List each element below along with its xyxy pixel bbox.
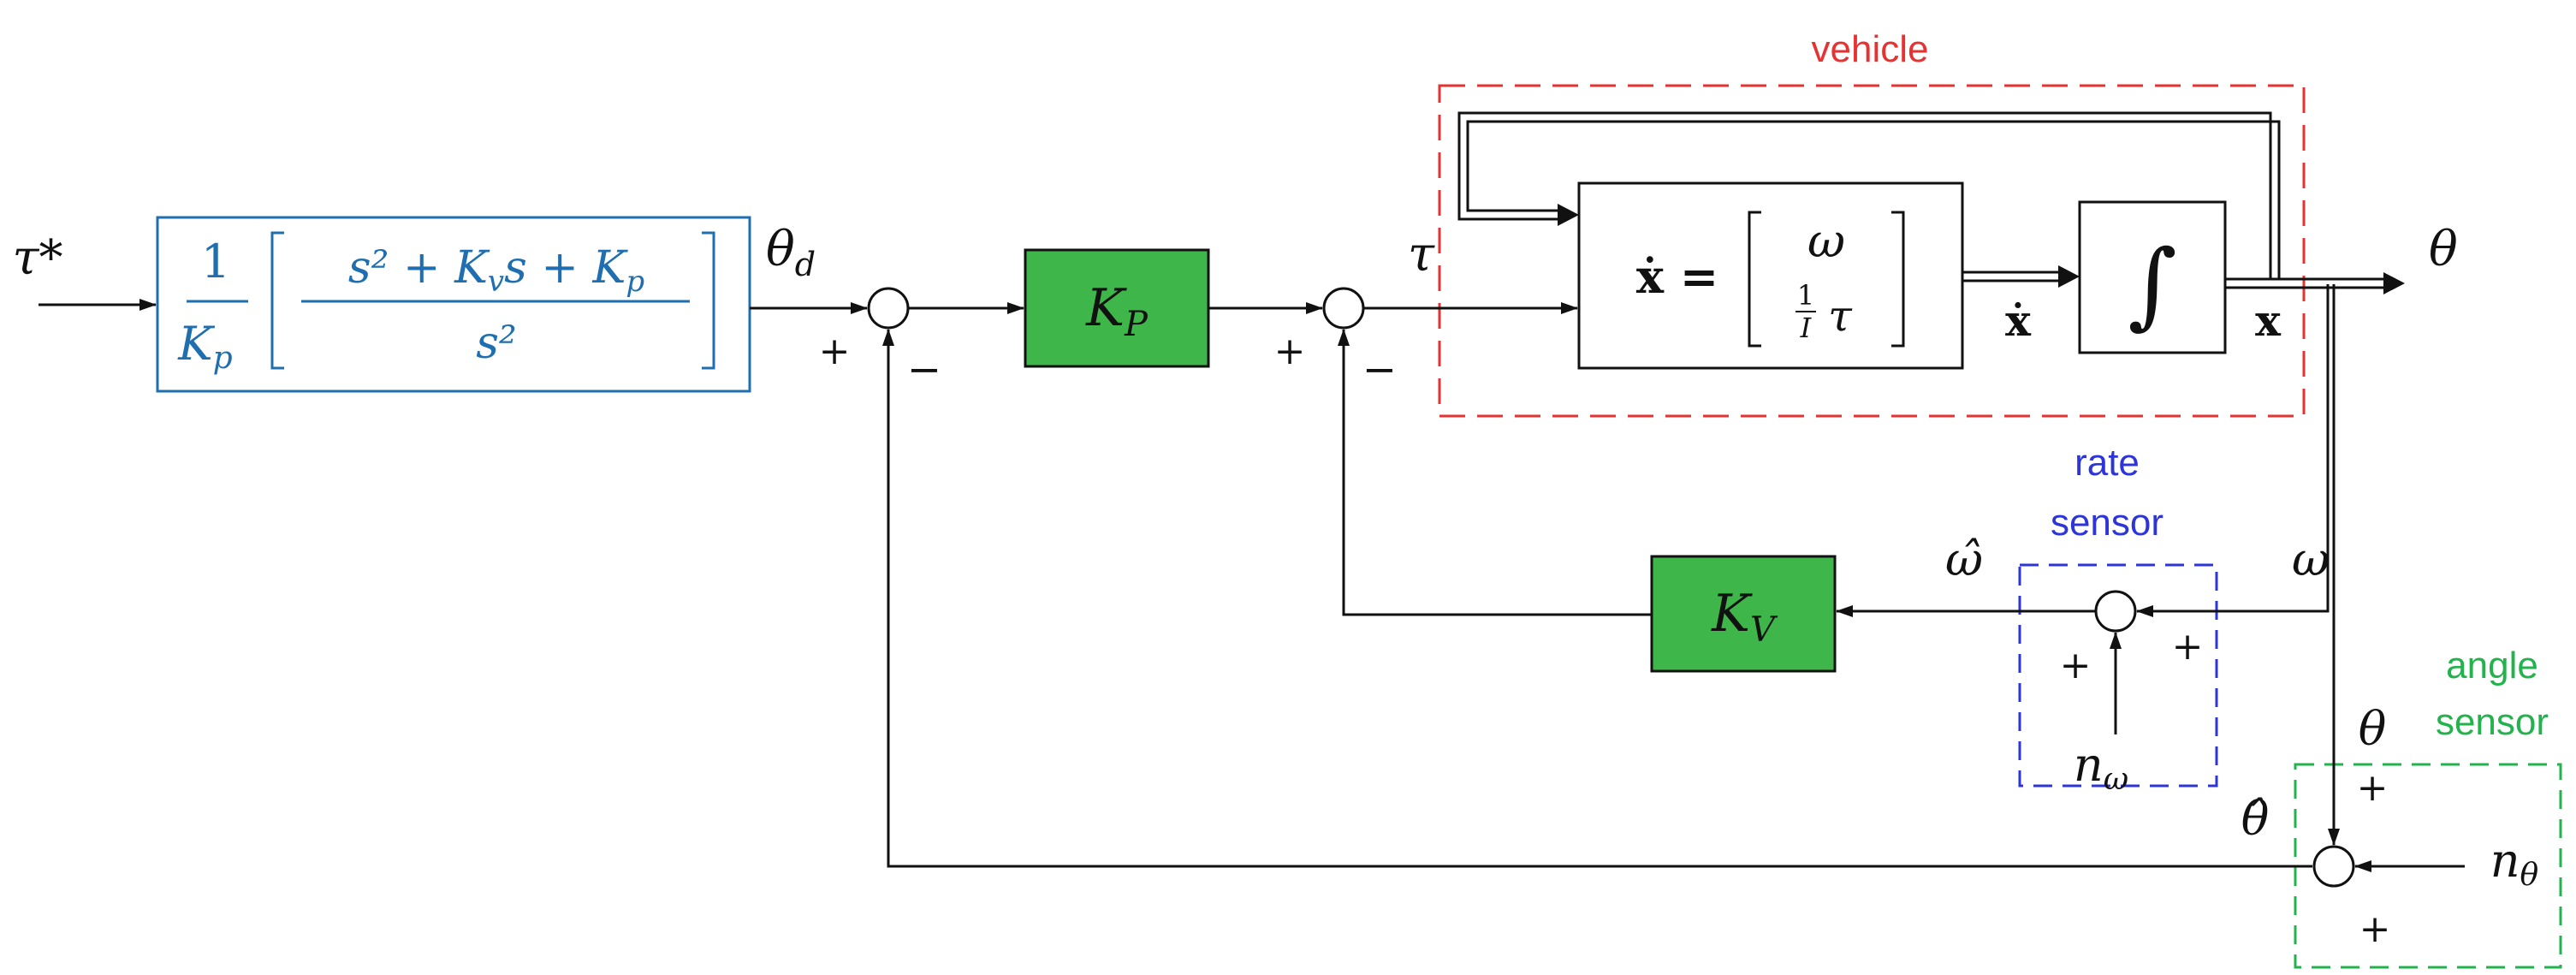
- sum3-right-plus: +: [2172, 625, 2204, 669]
- sum-junction-4: [2312, 845, 2355, 888]
- sum-junction-3: [2094, 590, 2137, 633]
- kp-block: KP: [1024, 248, 1210, 368]
- svg-text:KP: KP: [1085, 278, 1149, 344]
- sum1-minus: −: [907, 346, 941, 394]
- theta-sensor-label: θ: [2359, 702, 2387, 756]
- svg-text:KV: KV: [1711, 584, 1778, 650]
- sum-junction-1: [867, 287, 910, 330]
- input-label-tau-star: τ*: [13, 230, 63, 286]
- vehicle-boundary: [1438, 84, 2306, 418]
- rate-sensor-label-line1: rate: [2074, 442, 2140, 484]
- prefilter-kp: Kp: [177, 317, 232, 376]
- theta-output-label: θ: [2429, 222, 2458, 277]
- sum2-minus: −: [1362, 346, 1397, 394]
- prefilter-denominator: s²: [476, 318, 517, 369]
- omega-hat-label: ω̂: [1945, 532, 1983, 586]
- n-omega-label: nω: [2074, 738, 2128, 797]
- angle-sensor-label-line2: sensor: [2436, 701, 2549, 743]
- signal-lines: [39, 284, 2465, 872]
- angle-sensor-label-line1: angle: [2446, 645, 2538, 687]
- state-equation-block: ẋ = ω 1 I τ: [1577, 181, 1964, 370]
- theta-d-label: θd: [766, 222, 816, 283]
- kv-block: KV: [1650, 555, 1837, 673]
- prefilter-one: 1: [201, 235, 230, 288]
- sum1-plus: +: [819, 330, 851, 373]
- vector-signal-lines: [1457, 111, 2383, 289]
- prefilter-numerator: s² + Kvs + Kp: [348, 242, 644, 299]
- x-label: x: [2255, 295, 2282, 346]
- xdot-label: ẋ: [2005, 295, 2032, 346]
- output-arrowhead: [2383, 272, 2405, 294]
- rate-sensor-boundary: [2018, 563, 2218, 788]
- sum4-bottom-plus: +: [2359, 907, 2391, 951]
- state-tau: τ: [1828, 291, 1853, 341]
- state-frac-num: 1: [1797, 279, 1814, 312]
- sum2-plus: +: [1274, 330, 1306, 373]
- integrator-block: ∫: [2078, 200, 2227, 354]
- prefilter-block: 1 Kp s² + Kvs + Kp s²: [156, 216, 751, 393]
- integral-sign: ∫: [2128, 229, 2176, 339]
- feedback-arrowhead: [1558, 204, 1579, 226]
- xdot-arrowhead: [2058, 265, 2080, 288]
- sum4-top-plus: +: [2357, 766, 2389, 810]
- sum3-left-plus: +: [2060, 644, 2092, 687]
- state-frac-den: I: [1800, 312, 1813, 344]
- sum-junction-2: [1322, 287, 1365, 330]
- state-omega: ω: [1807, 214, 1845, 268]
- vehicle-label: vehicle: [1812, 28, 1929, 70]
- rate-sensor-label-line2: sensor: [2051, 502, 2163, 544]
- omega-label: ω: [2292, 532, 2330, 586]
- angle-sensor-boundary: [2294, 763, 2562, 969]
- n-theta-label: nθ: [2490, 834, 2539, 893]
- theta-hat-label: θ̂: [2241, 792, 2270, 846]
- tau-label: τ: [1408, 227, 1435, 282]
- state-lhs: ẋ =: [1636, 249, 1718, 304]
